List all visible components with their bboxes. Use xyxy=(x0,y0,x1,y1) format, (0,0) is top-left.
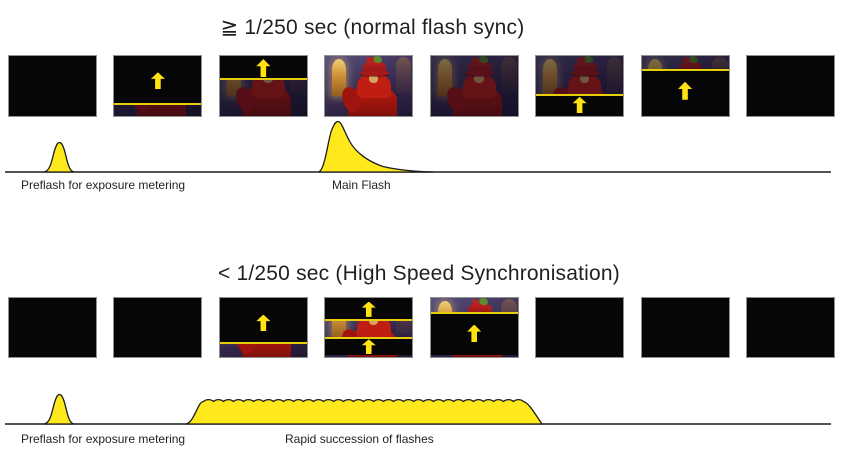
photo-figure-mask xyxy=(368,74,379,83)
photo-figure-hat xyxy=(468,303,492,316)
photo-figure-arm xyxy=(233,85,257,115)
photo-hat-feather-red xyxy=(682,56,691,63)
photo-window-left xyxy=(437,59,452,97)
label-preflash-normal: Preflash for exposure metering xyxy=(21,178,186,192)
frame-normal-8-shutter-closed xyxy=(745,55,835,117)
frame-hss-5-slit-ending xyxy=(429,297,519,358)
photo-hat-brim xyxy=(360,70,389,76)
photo-hat-feather-red xyxy=(576,56,585,63)
section-title-normal-sync: ≧ 1/250 sec (normal flash sync) xyxy=(220,16,525,39)
frame-hss-8-shutter-closed xyxy=(745,297,835,358)
frame-normal-3-first-curtain-opening xyxy=(218,55,308,117)
carnival-photo xyxy=(325,56,413,116)
photo-figure-mask xyxy=(474,74,484,83)
photo-window-left xyxy=(332,59,347,97)
frame-sequence-high-speed-sync xyxy=(8,297,835,358)
photo-arch-right xyxy=(501,56,517,93)
photo-hat-feather-green xyxy=(688,56,699,65)
photo-window-left xyxy=(543,59,557,97)
frame-sequence-normal-sync xyxy=(8,55,835,117)
photo-figure-arm xyxy=(444,85,468,115)
photo-hat-feather-red xyxy=(471,56,480,63)
frame-hss-7-shutter-closed xyxy=(640,297,730,358)
frame-hss-4-slit-traveling xyxy=(324,297,414,358)
photo-hat-feather-red xyxy=(471,298,480,305)
main-flash-pulse xyxy=(318,120,434,173)
carnival-photo xyxy=(430,56,518,116)
curtain-edge-line xyxy=(325,319,413,322)
frame-normal-5-fully-open-ambient xyxy=(429,55,519,117)
frame-hss-1-shutter-closed xyxy=(8,297,97,358)
photo-arch-right xyxy=(395,56,412,93)
photo-figure-hood xyxy=(462,72,496,98)
frame-normal-6-second-curtain-closing xyxy=(535,55,625,117)
frame-hss-2-shutter-closed xyxy=(113,297,203,358)
curtain-edge-line xyxy=(430,311,518,314)
label-preflash-hss: Preflash for exposure metering xyxy=(21,432,186,446)
photo-arch-right xyxy=(606,56,623,93)
photo-figure-hat xyxy=(573,61,597,74)
frame-normal-7-second-curtain-closing xyxy=(640,55,730,117)
frame-hss-6-shutter-closed xyxy=(535,297,625,358)
label-main-flash: Main Flash xyxy=(332,178,391,192)
photo-hat-feather-green xyxy=(477,56,489,65)
curtain-edge-line xyxy=(219,342,307,345)
photo-figure-hat xyxy=(468,61,492,74)
section-title-high-speed-sync: < 1/250 sec (High Speed Synchronisation) xyxy=(218,262,620,285)
frame-normal-1-shutter-closed xyxy=(8,55,97,117)
photo-hat-feather-green xyxy=(583,56,594,65)
curtain-edge-line xyxy=(536,93,624,96)
label-rapid-succession: Rapid succession of flashes xyxy=(285,432,434,446)
rapid-flashes-plateau xyxy=(185,398,543,425)
photo-hat-brim xyxy=(465,70,495,76)
photo-figure-robe xyxy=(453,86,503,116)
photo-figure-robe xyxy=(242,86,292,116)
curtain-edge-line xyxy=(641,69,729,72)
frame-hss-3-slit-starting xyxy=(218,297,308,358)
curtain-edge-line xyxy=(219,78,307,81)
photo-hat-brim xyxy=(570,70,600,76)
photo-hat-feather-red xyxy=(366,56,374,63)
curtain-edge-line xyxy=(114,102,202,105)
frame-normal-2-first-curtain-opening xyxy=(113,55,203,117)
curtain-edge-line xyxy=(325,336,413,339)
preflash-pulse-hss xyxy=(43,393,75,425)
photo-figure-mask xyxy=(579,74,590,83)
frame-normal-4-fully-open-main-flash xyxy=(324,55,414,117)
preflash-pulse-normal xyxy=(43,141,75,173)
